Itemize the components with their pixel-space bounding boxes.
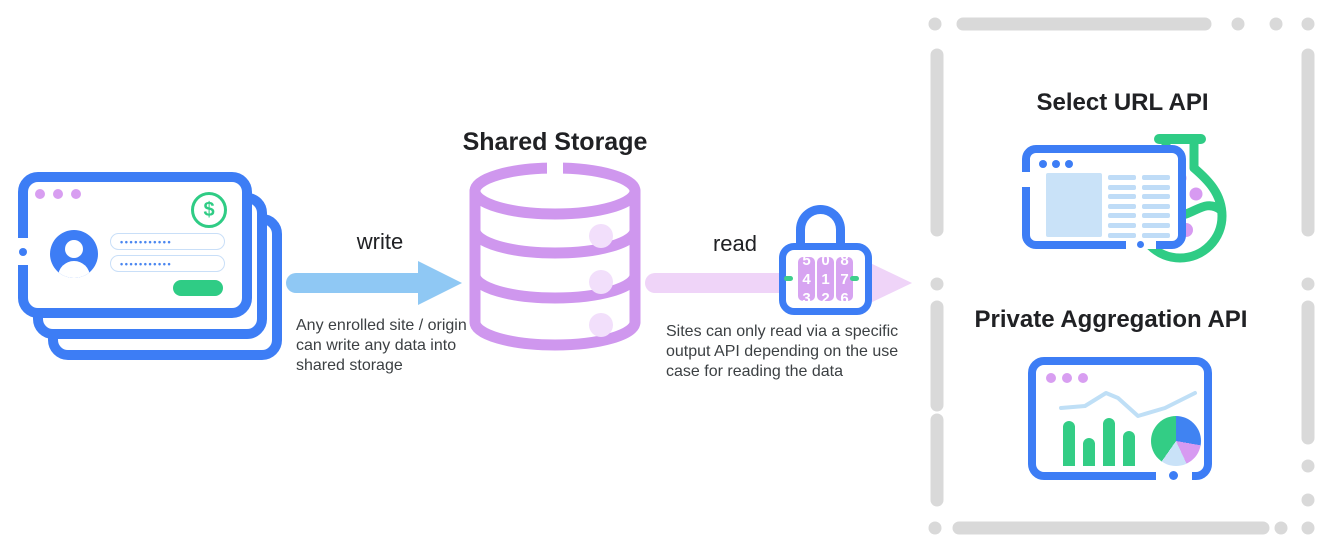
bar-1 xyxy=(1063,421,1075,466)
dial-digit-below: 3 xyxy=(802,289,811,302)
bar-2 xyxy=(1083,438,1095,466)
dial-tick-right xyxy=(850,276,859,281)
border-dot xyxy=(1169,471,1178,480)
window-controls-icon xyxy=(1039,160,1073,168)
write-label: write xyxy=(356,229,404,254)
bar-4 xyxy=(1123,431,1135,466)
lock-dial-3: 8 7 6 xyxy=(836,257,853,301)
lock-shackle-icon xyxy=(796,205,845,251)
line-chart-icon xyxy=(1059,391,1197,418)
password-value: ••••••••••• xyxy=(120,258,173,269)
lock-dial-2: 0 1 2 xyxy=(817,257,834,301)
dial-digit-above: 0 xyxy=(821,257,830,269)
window-controls-icon xyxy=(1046,373,1088,383)
username-field: ••••••••••• xyxy=(110,233,225,250)
dial-digit: 1 xyxy=(821,270,830,288)
private-aggregation-api-title: Private Aggregation API xyxy=(974,306,1248,333)
pie-chart-icon xyxy=(1151,416,1201,466)
bar-3 xyxy=(1103,418,1115,466)
dial-digit: 7 xyxy=(840,270,849,288)
dial-digit-below: 2 xyxy=(821,289,830,302)
currency-symbol: $ xyxy=(203,198,215,221)
site-card-front: $ ••••••••••• ••••••••••• xyxy=(18,172,252,318)
dial-tick-left xyxy=(784,276,793,281)
dial-digit-above: 8 xyxy=(840,257,849,269)
password-field: ••••••••••• xyxy=(110,255,225,272)
border-dot xyxy=(1137,241,1144,248)
select-url-window-icon xyxy=(1022,145,1186,249)
output-gate-border xyxy=(928,17,1315,535)
dollar-icon: $ xyxy=(191,192,227,228)
dial-digit: 4 xyxy=(802,270,811,288)
text-lines xyxy=(1142,175,1170,238)
border-gap xyxy=(1022,172,1030,187)
dial-digit-below: 6 xyxy=(840,289,849,302)
read-label: read xyxy=(712,231,758,256)
dashboard-window-icon xyxy=(1028,357,1212,480)
username-value: ••••••••••• xyxy=(120,236,173,247)
lock-dial-1: 5 4 3 xyxy=(798,257,815,301)
window-controls-icon xyxy=(35,189,81,199)
select-url-api-title: Select URL API xyxy=(1036,89,1209,116)
dial-digit-above: 5 xyxy=(802,257,811,269)
text-lines xyxy=(1108,175,1136,238)
read-description: Sites can only read via a specific outpu… xyxy=(666,323,899,381)
border-dot xyxy=(19,248,27,256)
avatar-icon xyxy=(50,230,98,278)
write-description: Any enrolled site / origin can write any… xyxy=(296,317,467,375)
database-icon xyxy=(469,160,641,351)
shared-storage-title: Shared Storage xyxy=(462,128,648,156)
submit-button xyxy=(173,280,223,296)
content-block xyxy=(1046,173,1102,237)
